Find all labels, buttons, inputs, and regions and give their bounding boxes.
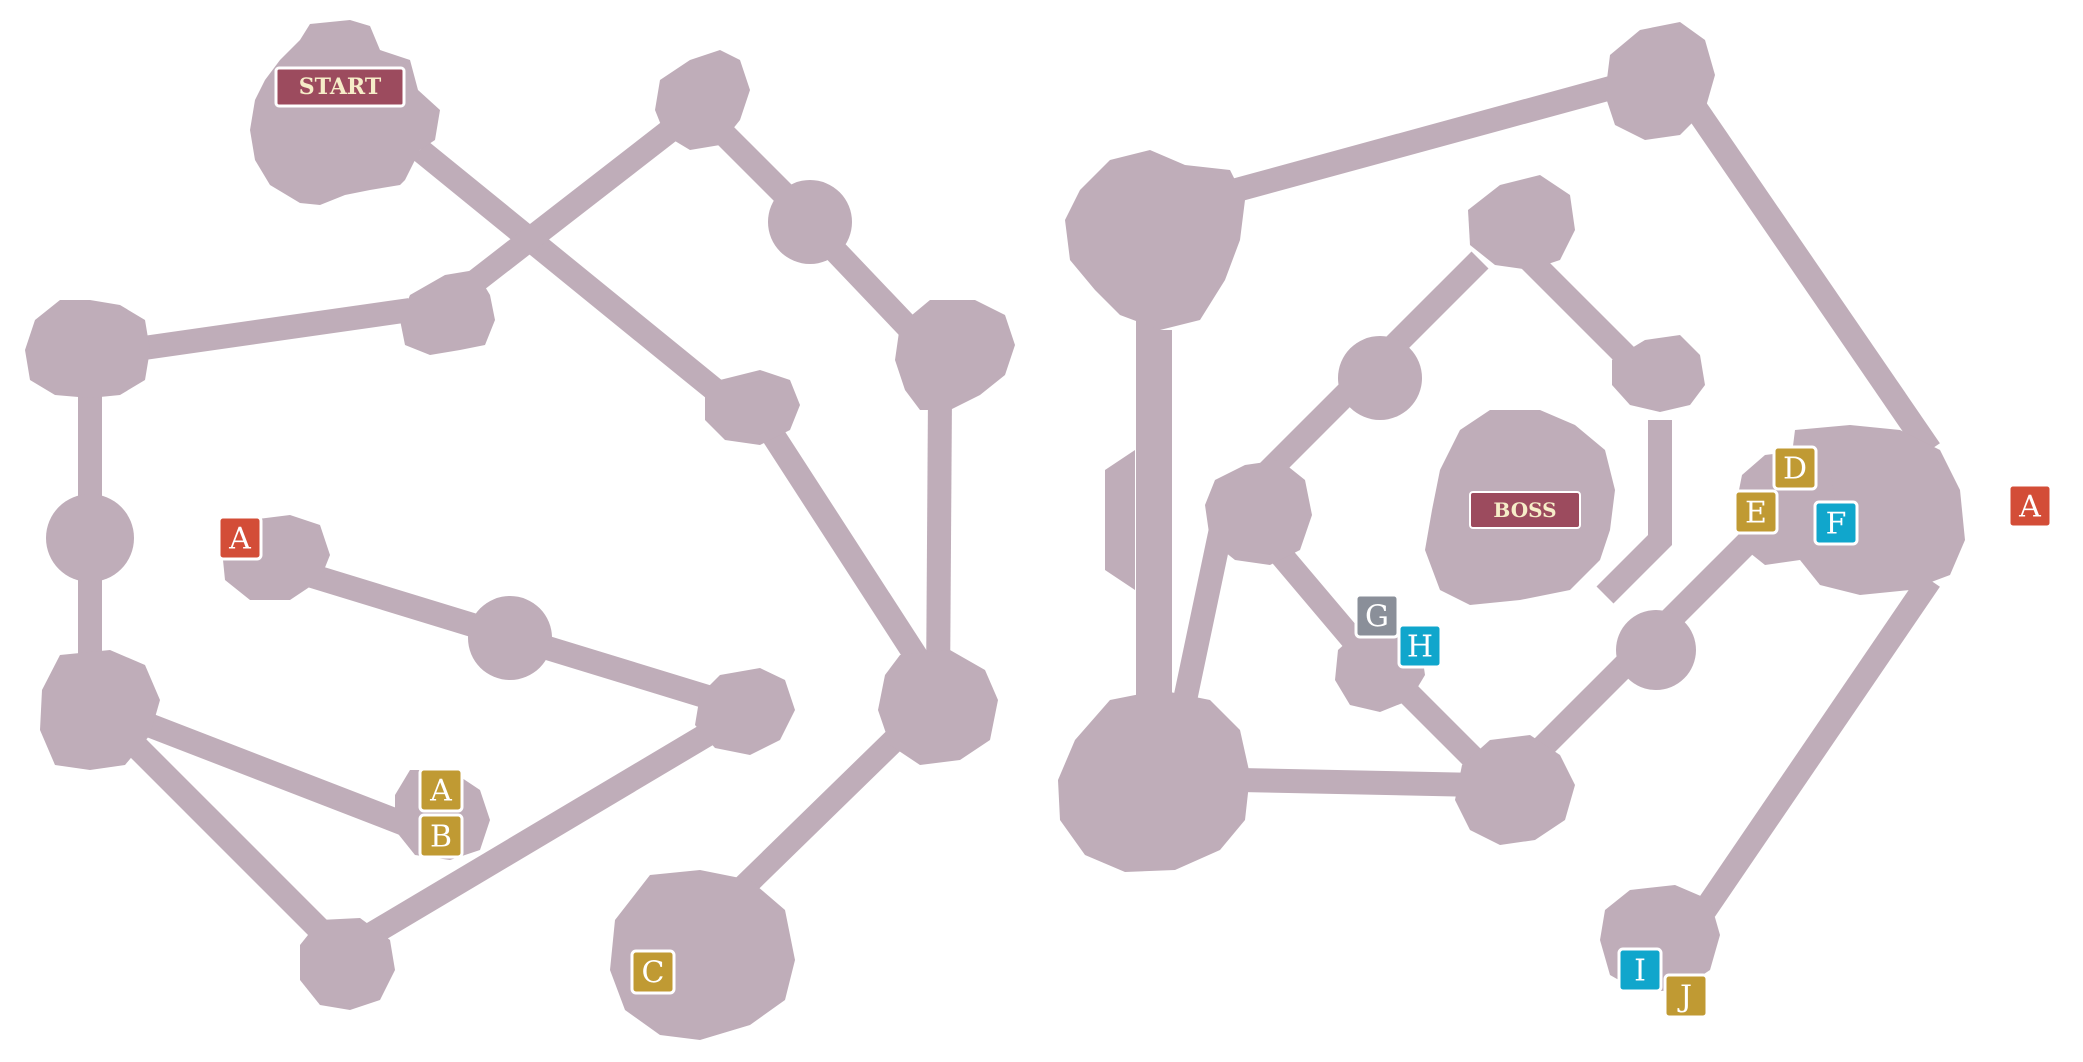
marker-letter: H — [1407, 630, 1433, 665]
junction-node — [468, 596, 552, 680]
corridor — [338, 704, 747, 961]
map-marker-right-f-teal: F — [1813, 500, 1859, 546]
room — [25, 300, 150, 398]
room — [1612, 335, 1705, 412]
room — [1205, 460, 1312, 565]
corridor — [749, 408, 936, 677]
junction-node — [1616, 610, 1696, 690]
junction-node — [768, 180, 852, 264]
marker-background — [1397, 623, 1443, 669]
marker-letter: E — [1745, 496, 1767, 531]
marker-background — [1733, 489, 1779, 535]
corridor — [711, 706, 929, 919]
corridor — [128, 298, 412, 362]
map-marker-right-h-teal: H — [1397, 623, 1443, 669]
room — [1790, 425, 1965, 595]
map-marker-right-j-gold: J — [1663, 973, 1709, 1019]
map-marker-right-a-red: A — [2007, 483, 2053, 529]
corridor — [101, 711, 334, 944]
marker-background — [2007, 483, 2053, 529]
room — [610, 870, 795, 1040]
junction-node — [1338, 336, 1422, 420]
marker-letter: D — [1783, 452, 1807, 487]
room — [1468, 175, 1575, 270]
junction-node — [46, 494, 134, 582]
room — [655, 50, 750, 150]
start-room — [250, 20, 440, 205]
marker-letter: J — [1677, 980, 1692, 1015]
marker-background — [1617, 947, 1663, 993]
left-floor-map — [25, 20, 1015, 1040]
marker-background — [1813, 500, 1859, 546]
marker-background — [418, 767, 464, 813]
marker-letter: A — [228, 522, 251, 557]
marker-letter: B — [430, 820, 452, 855]
start-label-plate: START — [274, 66, 406, 108]
room — [300, 918, 395, 1010]
marker-background — [1772, 445, 1818, 491]
map-marker-left-a-red: A — [217, 515, 263, 561]
corridor — [926, 394, 952, 691]
room — [878, 650, 998, 765]
map-marker-left-b-gold: B — [418, 813, 464, 859]
marker-letter: C — [642, 956, 665, 991]
marker-letter: A — [429, 774, 452, 809]
room — [1058, 690, 1250, 872]
map-marker-right-g-gray: G — [1354, 593, 1400, 639]
corridor — [1239, 768, 1481, 797]
corridor — [1695, 573, 1940, 917]
map-marker-right-e-gold: E — [1733, 489, 1779, 535]
map-marker-right-d-gold: D — [1772, 445, 1818, 491]
map-marker-right-i-teal: I — [1617, 947, 1663, 993]
corridor — [437, 105, 698, 315]
start-label: START — [299, 74, 382, 100]
corridor — [105, 698, 425, 842]
marker-letter: F — [1826, 507, 1847, 542]
map-marker-left-a-gold: A — [418, 767, 464, 813]
room — [1455, 735, 1575, 845]
marker-background — [630, 949, 676, 995]
room — [1065, 150, 1245, 330]
boss-label-plate: BOSS — [1469, 491, 1581, 529]
room — [1605, 22, 1715, 140]
room — [695, 668, 795, 755]
room — [895, 300, 1015, 410]
corridor — [1680, 93, 1940, 457]
boss-label: BOSS — [1493, 498, 1556, 522]
room — [400, 270, 495, 355]
marker-background — [418, 813, 464, 859]
corridor — [1596, 420, 1672, 604]
marker-background — [1354, 593, 1400, 639]
map-marker-left-c-gold: C — [630, 949, 676, 995]
marker-background — [1663, 973, 1709, 1019]
corridor — [1196, 68, 1644, 212]
marker-letter: I — [1634, 954, 1646, 989]
marker-letter: G — [1365, 600, 1389, 635]
wall-segment — [1105, 450, 1135, 590]
corridor — [412, 140, 723, 400]
marker-letter: A — [2018, 490, 2041, 525]
marker-background — [217, 515, 263, 561]
room — [40, 650, 160, 770]
room — [705, 370, 800, 445]
